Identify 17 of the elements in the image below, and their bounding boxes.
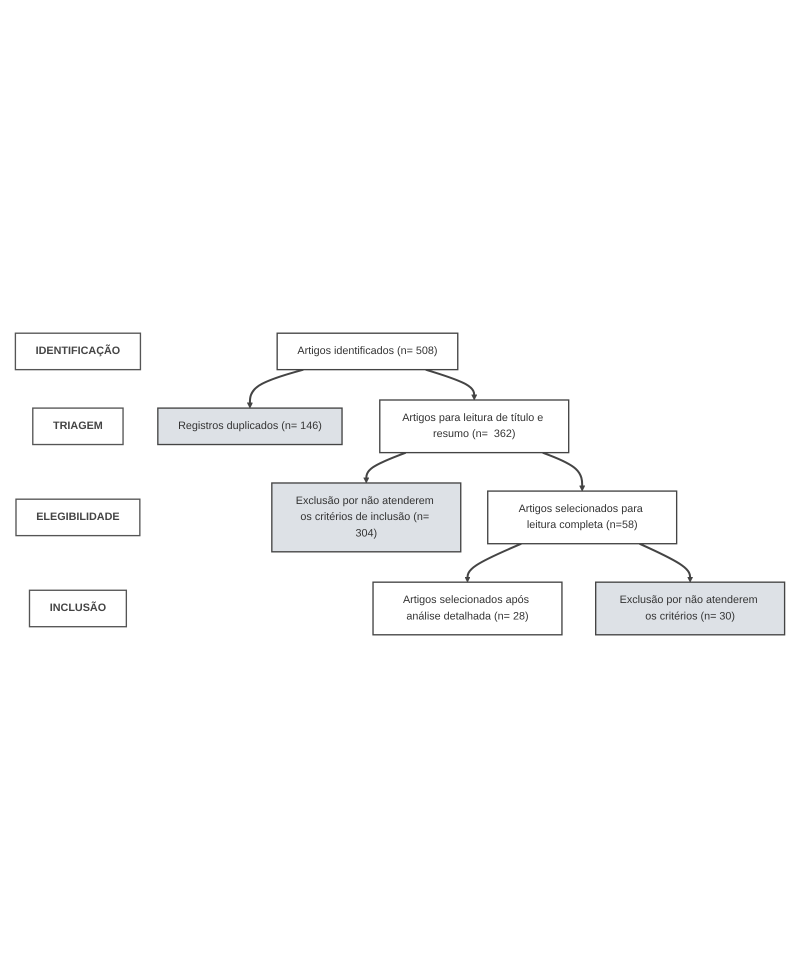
node-box: Artigos selecionados para leitura completa (n=58) <box>486 490 677 544</box>
arrow <box>638 542 693 582</box>
node-box: IDENTIFICAÇÃO <box>14 332 141 370</box>
arrow <box>424 368 477 400</box>
node-box: INCLUSÃO <box>28 589 127 627</box>
arrow <box>464 542 522 582</box>
node-box: Exclusão por não atenderem os critérios de inclusão (n= 304) <box>270 482 461 552</box>
node-box: Artigos selecionados após análise detalhada (n= 28) <box>372 581 562 635</box>
arrow <box>542 451 585 491</box>
node-box: TRIAGEM <box>32 406 124 445</box>
node-box: Registros duplicados (n= 146) <box>156 406 342 445</box>
node-box: ELEGIBILIDADE <box>14 498 140 536</box>
node-box: Exclusão por não atenderem os critérios (n= 30) <box>594 581 785 635</box>
node-box: Artigos identificados (n= 508) <box>276 332 458 370</box>
node-box: Artigos para leitura de título e resumo (n= 362) <box>378 398 569 453</box>
arrow <box>246 368 304 408</box>
arrow <box>362 451 406 483</box>
